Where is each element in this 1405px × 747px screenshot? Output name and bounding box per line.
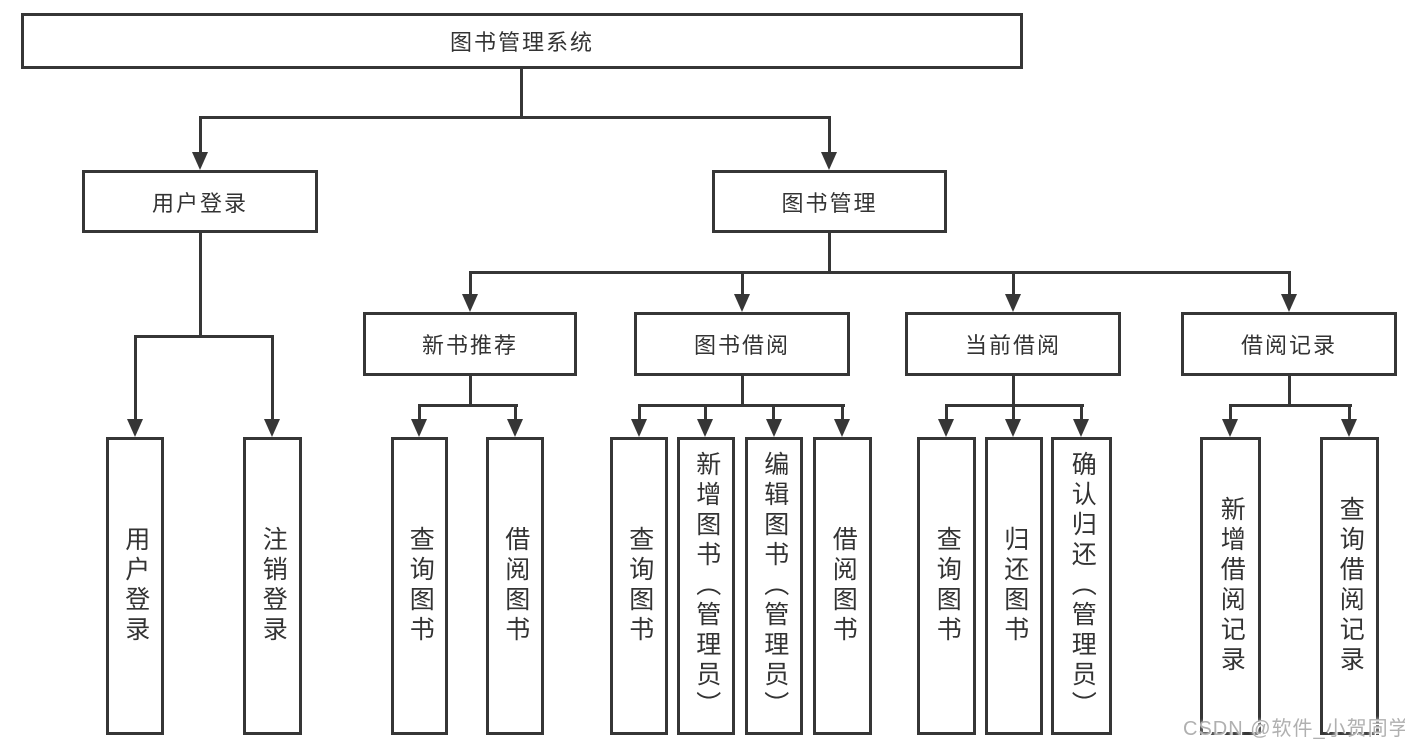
leaf-query-borrow-record: 查询借阅记录 <box>1320 437 1379 735</box>
node-current-borrowing: 当前借阅 <box>905 312 1121 376</box>
connector-line <box>418 404 421 419</box>
leaf-logout: 注销登录 <box>243 437 302 735</box>
connector-line <box>469 271 472 294</box>
connector-line <box>704 404 707 419</box>
arrowhead-icon <box>127 419 143 437</box>
connector-line <box>514 404 517 419</box>
connector-line <box>469 376 472 406</box>
node-book-management: 图书管理 <box>712 170 947 233</box>
arrowhead-icon <box>264 419 280 437</box>
connector-line <box>741 376 744 406</box>
connector-line <box>945 404 948 419</box>
arrowhead-icon <box>411 419 427 437</box>
leaf-edit-book-admin: 编辑图书（管理员） <box>745 437 803 735</box>
leaf-query-books-borrowing: 查询图书 <box>610 437 668 735</box>
connector-line <box>134 335 137 419</box>
connector-line <box>134 335 274 338</box>
leaf-query-books-recommend: 查询图书 <box>391 437 448 735</box>
arrowhead-icon <box>1005 419 1021 437</box>
node-user-login: 用户登录 <box>82 170 318 233</box>
connector-line <box>638 404 845 407</box>
connector-line <box>828 233 831 273</box>
connector-line <box>1012 376 1015 406</box>
leaf-borrow-books-recommend: 借阅图书 <box>486 437 544 735</box>
connector-line <box>638 404 641 419</box>
connector-line <box>199 116 831 119</box>
connector-line <box>199 116 202 154</box>
leaf-add-borrow-record: 新增借阅记录 <box>1200 437 1261 735</box>
leaf-user-login: 用户登录 <box>106 437 164 735</box>
node-library-system: 图书管理系统 <box>21 13 1023 69</box>
connector-line <box>1229 404 1352 407</box>
leaf-borrow-books-borrowing: 借阅图书 <box>813 437 872 735</box>
connector-line <box>828 116 831 154</box>
arrowhead-icon <box>734 294 750 312</box>
connector-line <box>841 404 844 419</box>
connector-line <box>1012 404 1015 419</box>
arrowhead-icon <box>1222 419 1238 437</box>
connector-line <box>418 404 518 407</box>
arrowhead-icon <box>766 419 782 437</box>
connector-line <box>1348 404 1351 419</box>
connector-line <box>199 233 202 337</box>
arrowhead-icon <box>631 419 647 437</box>
arrowhead-icon <box>507 419 523 437</box>
connector-line <box>470 271 1291 274</box>
arrowhead-icon <box>1341 419 1357 437</box>
connector-line <box>1080 404 1083 419</box>
arrowhead-icon <box>1073 419 1089 437</box>
connector-line <box>1288 271 1291 294</box>
node-borrow-records: 借阅记录 <box>1181 312 1397 376</box>
connector-line <box>772 404 775 419</box>
arrowhead-icon <box>697 419 713 437</box>
leaf-return-book: 归还图书 <box>985 437 1043 735</box>
arrowhead-icon <box>192 152 208 170</box>
node-book-borrowing: 图书借阅 <box>634 312 850 376</box>
arrowhead-icon <box>821 152 837 170</box>
arrowhead-icon <box>462 294 478 312</box>
leaf-confirm-return-admin: 确认归还（管理员） <box>1051 437 1112 735</box>
leaf-add-book-admin: 新增图书（管理员） <box>677 437 735 735</box>
connector-line <box>1288 376 1291 406</box>
connector-line <box>741 271 744 294</box>
arrowhead-icon <box>834 419 850 437</box>
watermark: CSDN @软件_小贺同学 <box>1183 718 1405 740</box>
connector-line <box>1012 271 1015 294</box>
connector-line <box>1229 404 1232 419</box>
arrowhead-icon <box>1005 294 1021 312</box>
arrowhead-icon <box>938 419 954 437</box>
connector-line <box>520 69 523 118</box>
connector-line <box>271 335 274 419</box>
leaf-query-books-current: 查询图书 <box>917 437 976 735</box>
node-new-book-recommend: 新书推荐 <box>363 312 577 376</box>
arrowhead-icon <box>1281 294 1297 312</box>
